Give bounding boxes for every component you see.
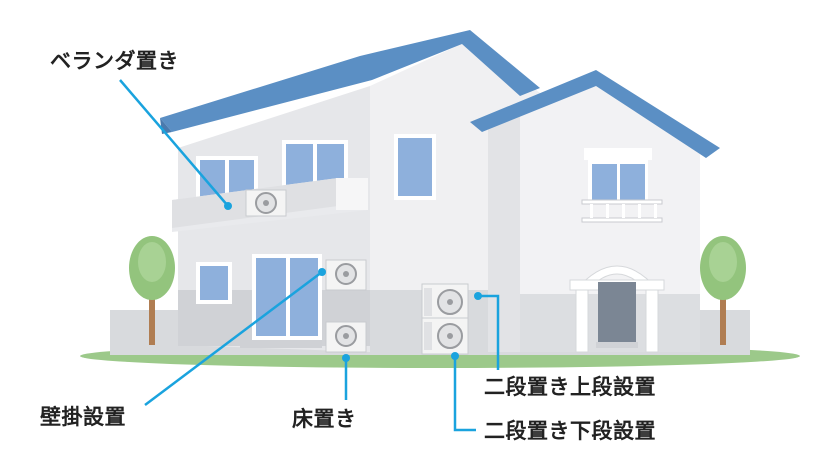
outdoor-unit-icon	[245, 189, 287, 217]
outdoor-unit-icon	[325, 259, 367, 291]
leader-dots	[224, 202, 482, 362]
outdoor-unit-icon	[325, 321, 367, 353]
tree-icon	[700, 236, 746, 345]
window	[196, 262, 232, 304]
window	[394, 134, 436, 200]
outdoor-unit-icon	[421, 317, 469, 355]
leader-lines	[119, 79, 500, 432]
label-floor: 床置き	[292, 407, 357, 431]
tree-icon	[129, 236, 175, 345]
outdoor-unit-icon	[421, 283, 469, 321]
label-two-tier-lower: 二段置き下段設置	[484, 419, 656, 443]
main-roof	[160, 30, 540, 132]
annex-roof	[470, 70, 720, 158]
window	[584, 148, 652, 204]
label-veranda: ベランダ置き	[50, 49, 179, 73]
balcony-railing	[581, 199, 663, 223]
entrance	[569, 265, 665, 353]
label-wall-mount: 壁掛設置	[40, 405, 126, 429]
label-two-tier-upper: 二段置き上段設置	[484, 375, 656, 399]
sliding-door	[252, 254, 322, 340]
